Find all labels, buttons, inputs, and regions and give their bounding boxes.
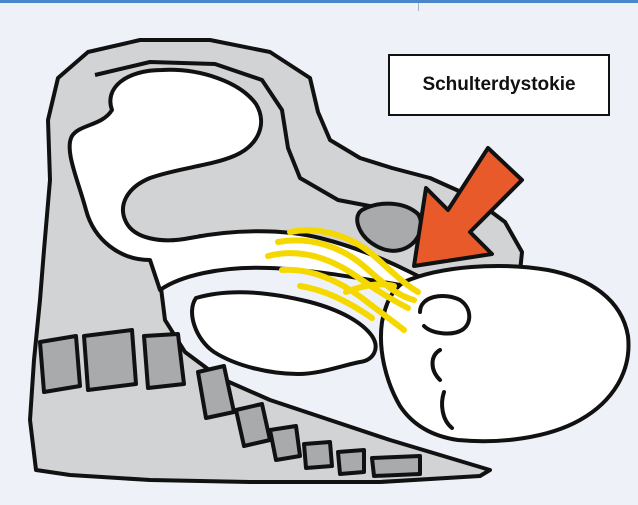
vertebra — [270, 426, 300, 460]
label-box: Schulterdystokie — [388, 54, 610, 116]
vertebra — [84, 330, 136, 390]
vertebra — [198, 366, 234, 418]
diagram-label: Schulterdystokie — [422, 74, 575, 96]
vertebra — [236, 404, 270, 446]
vertebra — [144, 334, 184, 388]
vertebra — [338, 450, 364, 474]
vertebra — [372, 456, 420, 476]
vertebra — [304, 442, 332, 468]
vertebra — [40, 336, 80, 392]
